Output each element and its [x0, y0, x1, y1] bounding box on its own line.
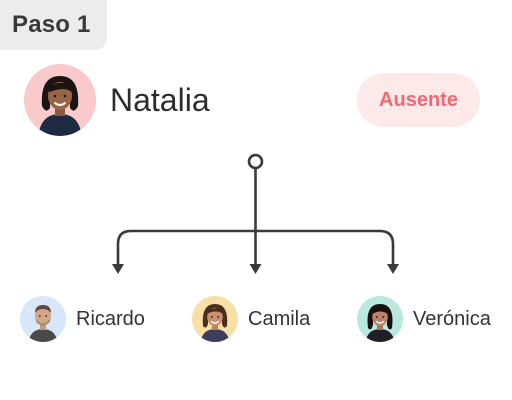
- arrow-down-icon: [387, 264, 399, 274]
- arrow-down-icon: [249, 264, 262, 274]
- child-avatar: [20, 296, 66, 342]
- child-name: Verónica: [413, 307, 491, 330]
- child-avatar: [357, 296, 403, 342]
- parent-avatar[interactable]: [24, 64, 96, 136]
- person-avatar-icon: [357, 296, 403, 342]
- child-name: Ricardo: [76, 307, 145, 330]
- person-avatar-icon: [192, 296, 238, 342]
- child-item-ricardo[interactable]: Ricardo: [20, 296, 145, 342]
- status-badge: Ausente: [357, 73, 480, 127]
- child-item-veronica[interactable]: Verónica: [357, 296, 491, 342]
- arrow-down-icon: [112, 264, 124, 274]
- person-avatar-icon: [24, 64, 96, 136]
- connector-origin-node: [247, 153, 264, 170]
- child-avatar: [192, 296, 238, 342]
- child-item-camila[interactable]: Camila: [192, 296, 310, 342]
- step-badge: Paso 1: [0, 0, 107, 50]
- parent-name: Natalia: [110, 82, 210, 118]
- person-avatar-icon: [20, 296, 66, 342]
- child-name: Camila: [248, 307, 311, 330]
- connector-branch: [116, 229, 395, 268]
